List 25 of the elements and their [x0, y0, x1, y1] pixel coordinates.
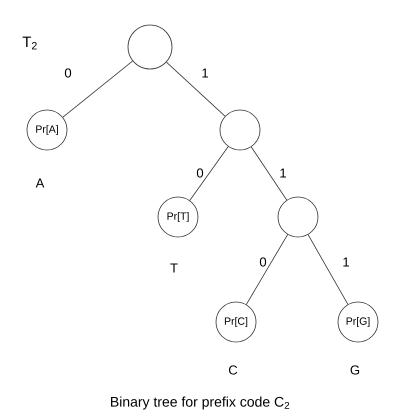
tree-edge: [62, 60, 133, 118]
edge-label: 1: [202, 68, 208, 78]
empty-circle: [278, 196, 318, 238]
tree-edge: [250, 146, 288, 200]
caption: Binary tree for prefix code C$_{2}$: [111, 396, 290, 410]
tree-name: T$_{2}$: [22, 36, 37, 50]
leaf-label: G: [350, 365, 360, 375]
leaf-label: C: [228, 365, 238, 375]
circle-node: Pr[C]: [216, 302, 256, 342]
edge-label: 1: [280, 168, 286, 178]
circle-node: Pr[G]: [338, 302, 378, 342]
edge-label: 0: [196, 168, 204, 178]
circle-node: Pr[T]: [158, 196, 198, 238]
empty-circle: [128, 24, 172, 70]
edge-label: 0: [260, 257, 266, 267]
edge-label: 0: [64, 68, 72, 78]
empty-circle: [220, 110, 260, 150]
tree-edge: [189, 146, 229, 201]
leaf-label: T: [170, 264, 178, 272]
tree-edge: [308, 234, 348, 305]
circle-node: Pr[A]: [26, 110, 68, 150]
leaf-label: A: [36, 178, 44, 188]
tree-edge: [166, 62, 226, 117]
tree-edge: [246, 234, 288, 305]
edge-label: 1: [343, 258, 349, 266]
